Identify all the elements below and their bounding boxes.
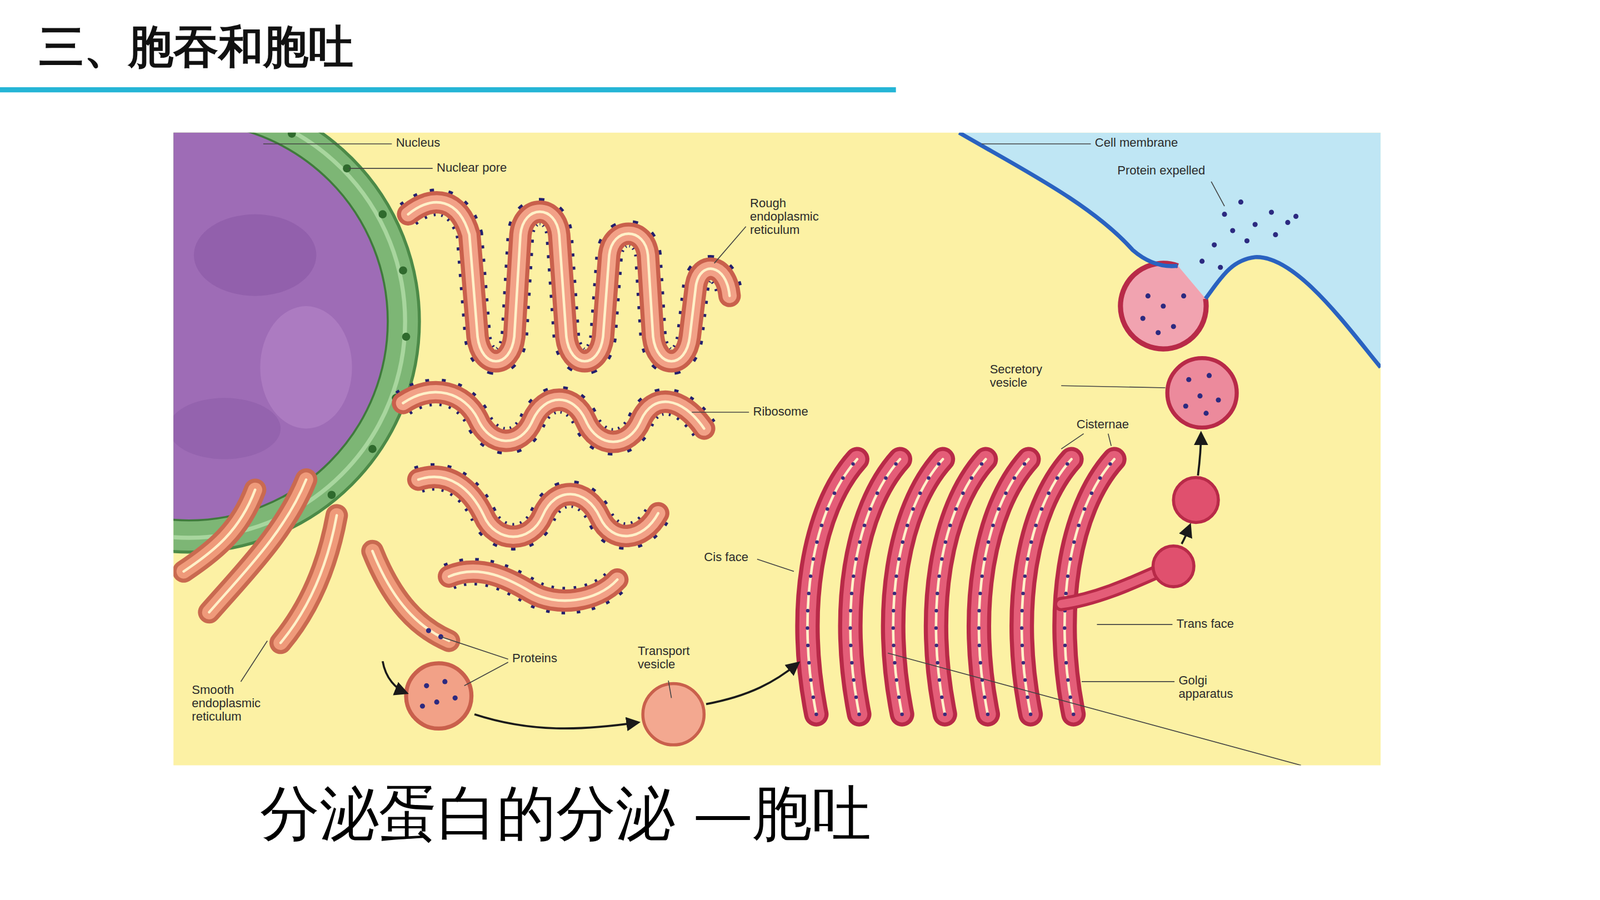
cell-art xyxy=(173,132,1381,766)
vesicle-proteins xyxy=(420,678,458,709)
part-label: Nuclear pore xyxy=(436,161,507,175)
flow-arrow xyxy=(1181,525,1190,544)
smooth-er xyxy=(183,479,450,643)
part-label: Transport vesicle xyxy=(637,645,702,672)
part-label: Protein expelled xyxy=(1117,164,1205,178)
nucleoplasm xyxy=(173,132,388,521)
vesicle-proteins xyxy=(1140,293,1187,335)
cell-membrane xyxy=(959,132,1178,267)
rough-er xyxy=(403,202,730,601)
golgi-apparatus xyxy=(807,459,1219,715)
fusing-vesicle xyxy=(1120,263,1207,349)
flow-arrow xyxy=(474,714,638,729)
nuclear-pores xyxy=(287,132,410,499)
part-label: Cell membrane xyxy=(1095,136,1178,150)
figure-caption: 分泌蛋白的分泌 —胞吐 xyxy=(260,779,871,848)
part-label: Cisternae xyxy=(1076,418,1129,432)
part-label: Proteins xyxy=(512,652,558,666)
transport-vesicle xyxy=(642,683,704,745)
part-label: Secretory vesicle xyxy=(990,363,1058,390)
part-label: Ribosome xyxy=(753,405,809,419)
flow-arrow xyxy=(382,661,407,693)
flow-arrow xyxy=(706,663,798,704)
slide-title: 三、胞吞和胞吐 xyxy=(38,22,354,72)
part-label: Rough endoplasmic reticulum xyxy=(750,196,832,238)
part-label: Cis face xyxy=(703,551,749,565)
part-label: Trans face xyxy=(1176,617,1234,631)
budding-vesicle xyxy=(406,663,472,729)
cell-membrane xyxy=(1205,257,1381,368)
envelope-highlight xyxy=(173,132,405,538)
expelled-proteins xyxy=(1199,199,1299,270)
leader-lines xyxy=(240,143,1301,766)
chromatin xyxy=(193,214,317,297)
part-label: Nucleus xyxy=(396,136,441,150)
vesicle-proteins xyxy=(1183,372,1222,416)
title-underline xyxy=(0,87,897,93)
secretory-vesicle xyxy=(1167,358,1237,428)
extracellular-space xyxy=(959,132,1382,368)
fusing-vesicle-membrane xyxy=(1120,263,1207,349)
chromatin xyxy=(173,397,281,459)
part-label: Smooth endoplasmic reticulum xyxy=(191,683,274,725)
chromatin xyxy=(260,306,352,429)
part-label: Golgi apparatus xyxy=(1178,674,1242,702)
flow-arrow xyxy=(1197,433,1202,476)
